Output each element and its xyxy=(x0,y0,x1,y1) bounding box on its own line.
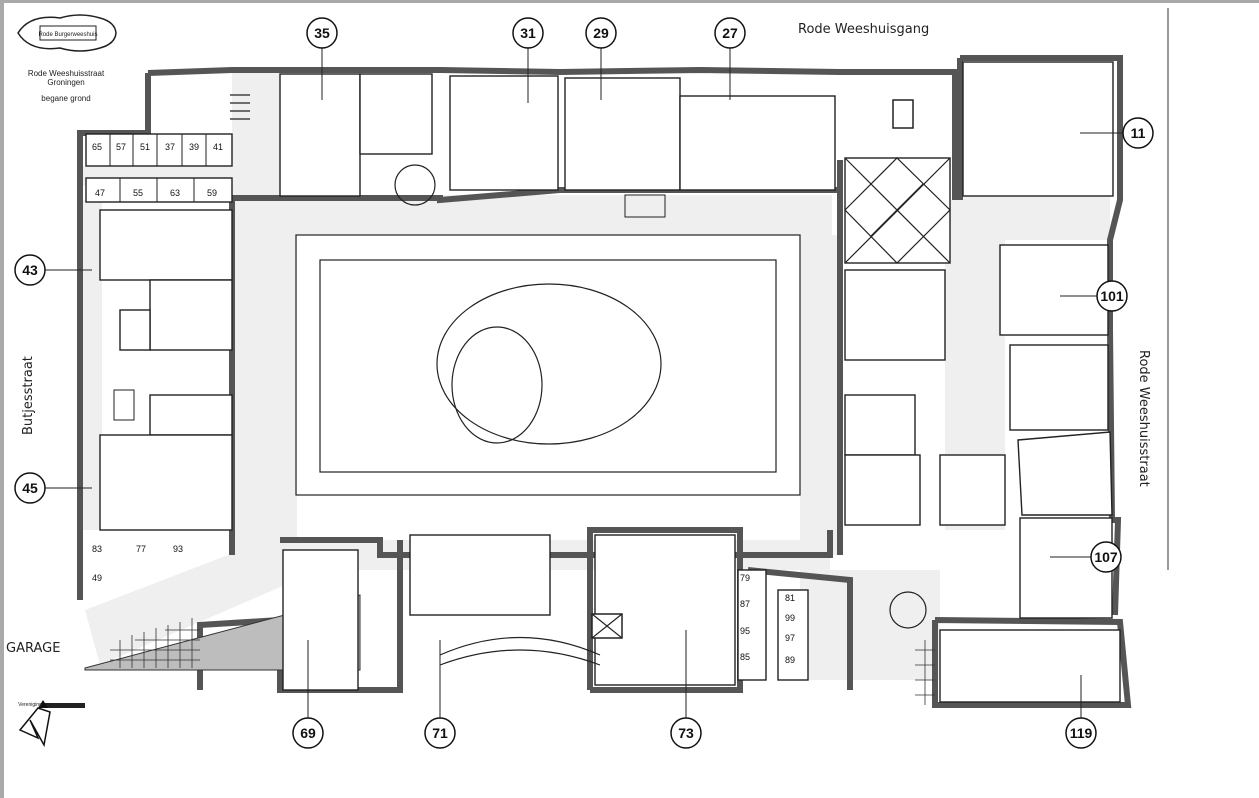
vereniging-logo: Vereniging xyxy=(18,700,85,748)
callout-73[interactable]: 73 xyxy=(670,717,702,749)
svg-text:71: 71 xyxy=(432,725,448,741)
svg-text:55: 55 xyxy=(133,188,143,198)
svg-text:35: 35 xyxy=(314,25,330,41)
courtyard-outer xyxy=(295,234,801,496)
unit-callouts: 35 31 29 27 11 43 101 45 107 69 71 73 11… xyxy=(14,17,1154,749)
svg-text:97: 97 xyxy=(785,633,795,643)
callout-43[interactable]: 43 xyxy=(14,254,46,286)
lawn-ellipse-large xyxy=(436,283,662,445)
svg-text:79: 79 xyxy=(740,573,750,583)
svg-text:39: 39 xyxy=(189,142,199,152)
garage-grid xyxy=(110,618,935,705)
svg-text:47: 47 xyxy=(95,188,105,198)
callout-71[interactable]: 71 xyxy=(424,717,456,749)
callout-29[interactable]: 29 xyxy=(585,17,617,49)
callout-31[interactable]: 31 xyxy=(512,17,544,49)
svg-text:57: 57 xyxy=(116,142,126,152)
frame-border-top xyxy=(0,0,1259,3)
svg-text:99: 99 xyxy=(785,613,795,623)
callout-69[interactable]: 69 xyxy=(292,717,324,749)
svg-text:77: 77 xyxy=(136,544,146,554)
svg-text:85: 85 xyxy=(740,652,750,662)
street-butjesstraat: Butjesstraat xyxy=(21,356,36,435)
floor-label: begane grond xyxy=(41,94,90,103)
callout-45[interactable]: 45 xyxy=(14,472,46,504)
svg-text:95: 95 xyxy=(740,626,750,636)
svg-text:107: 107 xyxy=(1094,549,1118,565)
svg-text:63: 63 xyxy=(170,188,180,198)
street-rode-weeshuisstraat: Rode Weeshuisstraat xyxy=(1136,350,1151,487)
svg-text:31: 31 xyxy=(520,25,536,41)
svg-text:27: 27 xyxy=(722,25,738,41)
logo-rode-burgerweeshuis: Rode Burgerweeshuis xyxy=(17,14,117,52)
svg-text:93: 93 xyxy=(173,544,183,554)
svg-text:37: 37 xyxy=(165,142,175,152)
svg-text:43: 43 xyxy=(22,262,38,278)
garage-label: GARAGE xyxy=(6,641,60,656)
svg-text:Vereniging: Vereniging xyxy=(18,702,42,708)
callout-35[interactable]: 35 xyxy=(306,17,338,49)
courtyard-inner xyxy=(319,259,777,473)
svg-text:73: 73 xyxy=(678,725,694,741)
svg-text:41: 41 xyxy=(213,142,223,152)
svg-text:49: 49 xyxy=(92,573,102,583)
street-rode-weeshuisgang: Rode Weeshuisgang xyxy=(798,22,929,37)
svg-text:81: 81 xyxy=(785,593,795,603)
svg-text:87: 87 xyxy=(740,599,750,609)
callout-11[interactable]: 11 xyxy=(1122,117,1154,149)
frame-border-left xyxy=(0,0,4,798)
small-room-labels: 65 57 51 37 39 41 47 55 63 59 83 77 93 4… xyxy=(92,134,795,665)
callout-119[interactable]: 119 xyxy=(1065,717,1097,749)
svg-text:119: 119 xyxy=(1070,725,1093,741)
svg-text:29: 29 xyxy=(593,25,609,41)
svg-text:59: 59 xyxy=(207,188,217,198)
logo-text: Rode Burgerweeshuis xyxy=(38,32,97,38)
lawn-ellipse-small xyxy=(451,326,543,444)
svg-text:89: 89 xyxy=(785,655,795,665)
callout-27[interactable]: 27 xyxy=(714,17,746,49)
svg-text:11: 11 xyxy=(1131,125,1146,141)
svg-text:45: 45 xyxy=(22,480,38,496)
svg-text:83: 83 xyxy=(92,544,102,554)
address-line1: Rode Weeshuisstraat xyxy=(28,69,105,78)
svg-text:101: 101 xyxy=(1100,288,1124,304)
svg-text:65: 65 xyxy=(92,142,102,152)
callout-107[interactable]: 107 xyxy=(1090,541,1122,573)
svg-text:69: 69 xyxy=(300,725,316,741)
leader-lines xyxy=(45,48,1123,718)
address-line2: Groningen xyxy=(47,78,84,87)
svg-text:51: 51 xyxy=(140,142,150,152)
callout-101[interactable]: 101 xyxy=(1096,280,1128,312)
